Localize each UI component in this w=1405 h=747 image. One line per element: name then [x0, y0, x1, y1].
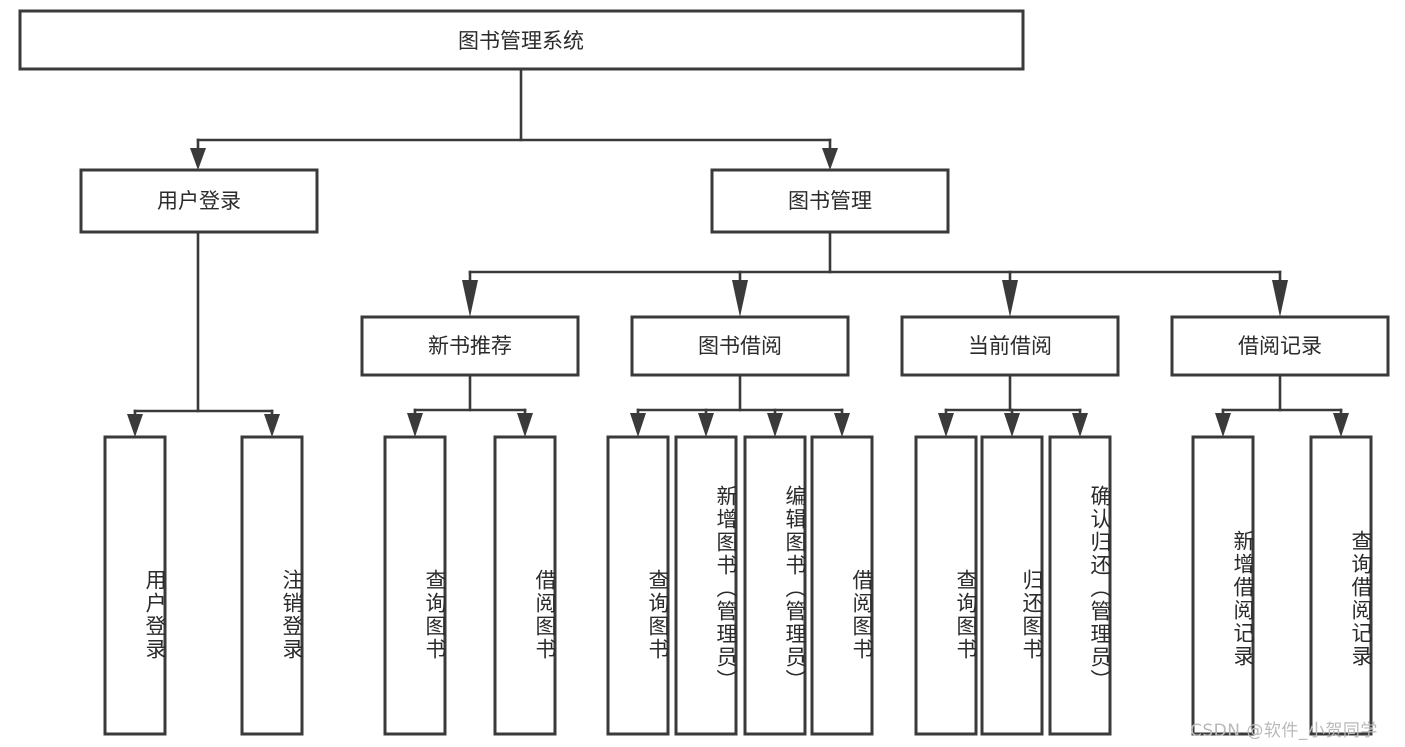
- node-leaf-query-book-rec[interactable]: [383, 435, 447, 736]
- arrow-to-leaf-query-book-rec: [407, 413, 423, 437]
- arrow-to-leaf-user-logout: [264, 414, 280, 437]
- arrow-to-user-login: [190, 148, 206, 170]
- node-new-book-recommend-label: 新书推荐: [428, 334, 512, 358]
- arrow-to-borrow-record: [1272, 280, 1288, 317]
- arrow-to-leaf-add-book: [698, 413, 714, 437]
- arrow-to-book-borrow: [732, 280, 748, 317]
- node-book-management[interactable]: [710, 168, 950, 234]
- arrow-to-leaf-confirm-return: [1072, 413, 1088, 437]
- node-current-borrow-label: 当前借阅: [968, 334, 1052, 358]
- arrow-to-leaf-query-record: [1333, 413, 1349, 437]
- node-borrow-record[interactable]: [1170, 315, 1390, 377]
- node-leaf-confirm-return[interactable]: [1048, 435, 1112, 736]
- node-leaf-return-book[interactable]: [980, 435, 1044, 736]
- arrow-to-leaf-query-book-borrow: [630, 413, 646, 437]
- node-leaf-query-record[interactable]: [1309, 435, 1373, 736]
- node-leaf-borrow-book-rec[interactable]: [493, 435, 557, 736]
- node-user-login[interactable]: [79, 168, 319, 234]
- node-book-borrow-label: 图书借阅: [698, 334, 782, 358]
- arrow-to-leaf-borrow-book-rec: [517, 413, 533, 437]
- node-leaf-query-book-borrow[interactable]: [606, 435, 670, 736]
- node-user-login-label: 用户登录: [157, 189, 241, 213]
- arrow-to-leaf-return-book: [1004, 413, 1020, 437]
- node-leaf-edit-book[interactable]: [743, 435, 807, 736]
- arrow-to-leaf-edit-book: [767, 413, 783, 437]
- arrow-to-new-book-recommend: [462, 280, 478, 317]
- node-book-management-label: 图书管理: [788, 189, 872, 213]
- node-layer: 图书管理系统 用户登录 图书管理 新书推荐 图书借阅 当前借阅 借阅记录: [18, 9, 1390, 736]
- node-leaf-query-book-current[interactable]: [914, 435, 978, 736]
- node-borrow-record-label: 借阅记录: [1238, 334, 1322, 358]
- node-leaf-user-login[interactable]: [103, 435, 167, 736]
- node-leaf-user-logout[interactable]: [240, 435, 304, 736]
- node-book-borrow[interactable]: [630, 315, 850, 377]
- connector-layer: [127, 67, 1349, 437]
- arrow-to-leaf-add-record: [1215, 413, 1231, 437]
- node-leaf-borrow-book[interactable]: [810, 435, 874, 736]
- node-root[interactable]: [18, 9, 1025, 71]
- node-new-book-recommend[interactable]: [360, 315, 580, 377]
- node-leaf-add-record[interactable]: [1191, 435, 1255, 736]
- arrow-to-leaf-query-book-current: [938, 413, 954, 437]
- arrow-to-leaf-borrow-book: [834, 413, 850, 437]
- arrow-to-leaf-user-login: [127, 414, 143, 437]
- node-root-label: 图书管理系统: [458, 29, 584, 53]
- arrow-to-book-management: [822, 148, 838, 170]
- arrow-to-current-borrow: [1002, 280, 1018, 317]
- watermark-text: CSDN @软件_小贺同学: [1190, 721, 1378, 741]
- node-current-borrow[interactable]: [900, 315, 1120, 377]
- node-leaf-add-book[interactable]: [674, 435, 738, 736]
